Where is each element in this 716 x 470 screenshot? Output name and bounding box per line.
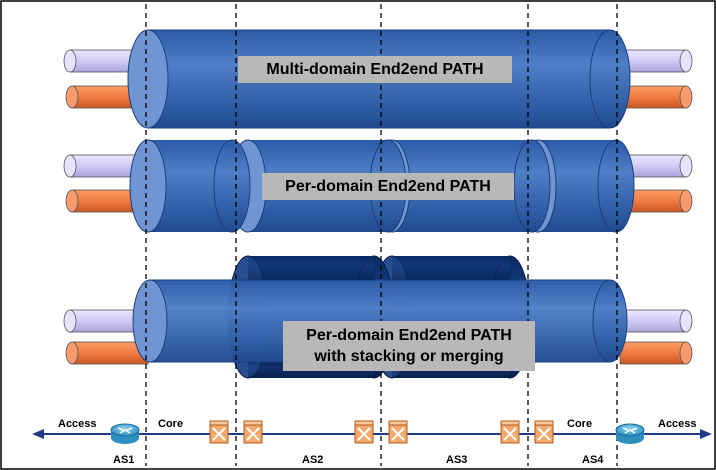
switch-icon — [500, 420, 520, 444]
pipe-orange-right-3 — [619, 341, 693, 365]
row-per-domain — [63, 139, 693, 233]
domain-label-as4: AS4 — [582, 454, 604, 466]
domain-label-as3: AS3 — [446, 454, 468, 466]
pipe-orange-left-3 — [65, 341, 149, 365]
label-per-domain: Per-domain End2end PATH — [262, 173, 514, 200]
switch-icon — [388, 420, 408, 444]
arrow-left-icon — [32, 429, 44, 439]
pipe-orange-right-2 — [619, 189, 693, 213]
switch-icon — [243, 420, 263, 444]
pipe-orange-right — [619, 85, 693, 109]
domain-label-as1: AS1 — [113, 454, 135, 466]
switch-icon — [209, 420, 229, 444]
pipe-lavender-left-3 — [63, 309, 149, 333]
router-icon — [110, 423, 140, 444]
row-multi-domain — [63, 29, 693, 129]
pipe-lavender-right-3 — [619, 309, 693, 333]
tunnel-segment-as1 — [129, 139, 251, 233]
arrow-right-icon — [700, 429, 712, 439]
row-stacking — [63, 255, 693, 379]
label-access-right: Access — [658, 418, 697, 430]
switch-icon — [534, 420, 554, 444]
label-stacking-line2: with stacking or merging — [314, 348, 504, 365]
router-icon — [615, 423, 645, 444]
pipe-lavender-left-2 — [63, 154, 149, 178]
label-core-left: Core — [158, 418, 184, 430]
label-access-left: Access — [58, 418, 97, 430]
label-core-right: Core — [567, 418, 593, 430]
label-multi-domain: Multi-domain End2end PATH — [238, 56, 512, 83]
tunnel-multi-domain — [127, 29, 631, 129]
pipe-lavender-right-2 — [619, 154, 693, 178]
label-stacking-line1: Per-domain End2end PATH — [306, 327, 512, 344]
pipe-lavender-right — [619, 49, 693, 73]
switch-icon — [354, 420, 374, 444]
outer-tunnel-front-as2 — [248, 256, 374, 378]
domain-label-as2: AS2 — [302, 454, 324, 466]
label-stacking: Per-domain End2end PATH with stacking or… — [283, 321, 535, 371]
